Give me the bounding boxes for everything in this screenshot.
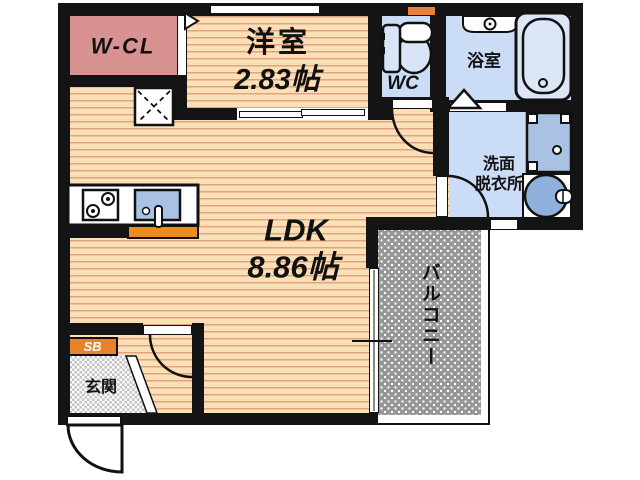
window-small-orange: [407, 6, 436, 16]
door-triangle-wcl: [184, 11, 200, 31]
room-walk-in-closet: [70, 16, 177, 75]
washbasin-icon: [522, 173, 573, 219]
wall: [58, 323, 143, 335]
shower-counter-icon: [462, 15, 518, 33]
toilet-icon: [380, 21, 434, 75]
door-leaf-wc: [392, 99, 433, 109]
outside-area: [490, 230, 640, 480]
gas-stove-icon: [81, 188, 120, 222]
wall: [430, 16, 446, 100]
door-leaf-wcl: [177, 16, 187, 75]
balcony-deck: [378, 230, 481, 415]
wall: [366, 217, 583, 230]
kitchen-sink-icon: [133, 188, 182, 228]
door-triangle-bathroom: [445, 88, 483, 110]
label-western-room-size: 2.83帖: [234, 63, 320, 96]
label-ldk-size: 8.86帖: [247, 249, 339, 285]
wall: [366, 230, 378, 268]
wall: [58, 413, 378, 425]
label-western-room: 洋室: [245, 26, 311, 59]
label-ldk: LDK: [264, 212, 328, 248]
wall: [433, 97, 449, 176]
door-arc-washroom: [447, 174, 490, 218]
sliding-door-panel: [301, 109, 365, 116]
window: [210, 5, 320, 14]
sliding-window-marks: [352, 270, 392, 411]
label-bathroom: 浴室: [467, 51, 501, 71]
label-washroom-line1: 洗面: [482, 156, 516, 173]
wall: [368, 3, 382, 108]
window-washroom: [490, 219, 518, 230]
wall: [58, 3, 70, 425]
front-door-swing: [66, 423, 124, 474]
refrigerator-space-icon: [133, 86, 175, 127]
wall: [58, 3, 583, 16]
door-leaf-washroom: [436, 176, 448, 217]
room-balcony: [378, 230, 490, 425]
kitchen-counter: [66, 183, 200, 239]
shoe-box-label: SB: [83, 339, 102, 354]
label-washroom: 洗面 脱衣所: [475, 155, 523, 195]
bathtub-icon: [514, 11, 573, 102]
label-washroom-line2: 脱衣所: [474, 176, 524, 193]
label-entrance: 玄関: [84, 379, 118, 396]
wall: [58, 75, 187, 87]
wall: [192, 323, 204, 413]
door-leaf-hall: [143, 325, 192, 335]
wall: [571, 3, 583, 230]
label-balcony: バルコニー: [418, 262, 440, 368]
washing-machine-pan-icon: [525, 111, 573, 174]
label-wcl: W-CL: [90, 33, 156, 59]
label-wc: WC: [387, 73, 419, 95]
door-arc-wc: [390, 108, 434, 155]
entrance-step-edge: [124, 355, 159, 414]
door-arc-hall: [148, 334, 193, 379]
